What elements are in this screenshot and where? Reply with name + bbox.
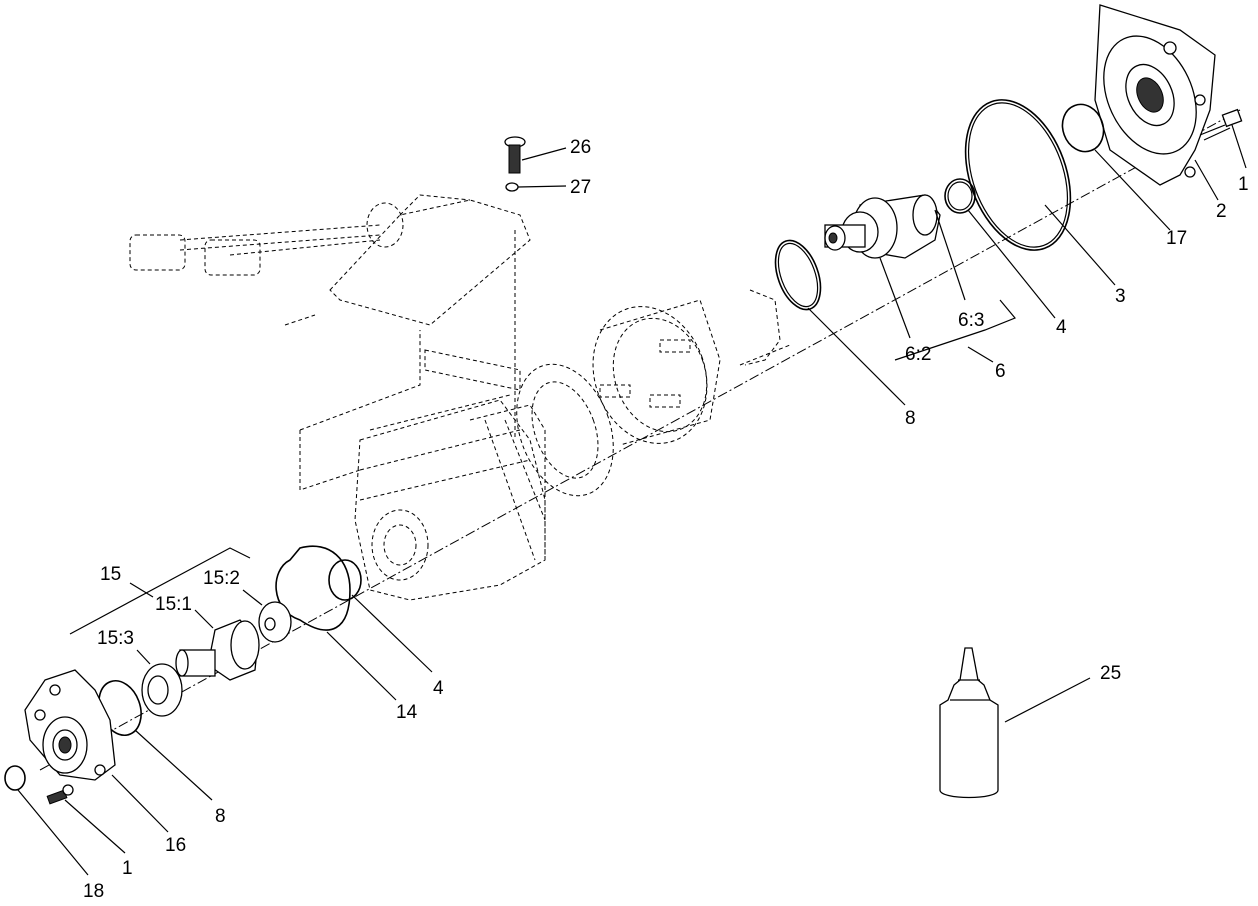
ghost-clip (744, 289, 781, 366)
callout-3: 3 (1115, 286, 1126, 307)
o-ring-4-bottom (328, 559, 362, 601)
ghost-stator (592, 299, 721, 446)
bottle-25 (939, 647, 999, 799)
callout-1-bottom: 1 (122, 858, 133, 879)
screw-1-bottom (46, 784, 74, 805)
callout-14: 14 (396, 702, 418, 723)
end-cover-part (1094, 4, 1216, 186)
callout-6-3: 6:3 (958, 310, 984, 331)
o-ring-4-top (944, 178, 976, 214)
ghost-solenoid (129, 194, 531, 326)
callout-18: 18 (83, 881, 104, 902)
callout-4-bottom: 4 (433, 678, 444, 699)
callout-16: 16 (165, 835, 186, 856)
callout-15-1: 15:1 (155, 594, 192, 615)
shaft-15-1 (175, 619, 260, 681)
callout-26: 26 (570, 137, 591, 158)
leader-lines (17, 124, 1247, 876)
bearing-15-3 (141, 663, 183, 717)
callout-27: 27 (570, 177, 591, 198)
washer-18 (4, 765, 26, 791)
callout-17: 17 (1166, 228, 1187, 249)
callout-8-top: 8 (905, 408, 916, 429)
gear-assembly-6 (824, 194, 941, 259)
callout-15: 15 (100, 564, 121, 585)
o-ring-3 (964, 99, 1072, 251)
callout-25: 25 (1100, 663, 1121, 684)
callout-1-top: 1 (1238, 174, 1249, 195)
callout-15-3: 15:3 (97, 628, 134, 649)
callout-2: 2 (1216, 201, 1227, 222)
ghost-motor-body (299, 230, 546, 601)
o-ring-17 (1061, 103, 1105, 153)
assembly-axis (39, 109, 1241, 771)
screw-part (1199, 108, 1243, 141)
callout-8-bottom: 8 (215, 806, 226, 827)
callout-15-2: 15:2 (203, 568, 240, 589)
screw-26 (504, 136, 526, 174)
ghost-gasket (516, 363, 614, 497)
callout-6: 6 (995, 361, 1006, 382)
o-ring-14 (275, 545, 351, 631)
washer-15-2 (258, 601, 292, 643)
washer-27 (505, 182, 519, 192)
front-cover-16 (24, 669, 116, 781)
callout-6-2: 6:2 (905, 344, 931, 365)
o-ring-8-top (774, 239, 822, 311)
callout-4-top: 4 (1056, 317, 1067, 338)
